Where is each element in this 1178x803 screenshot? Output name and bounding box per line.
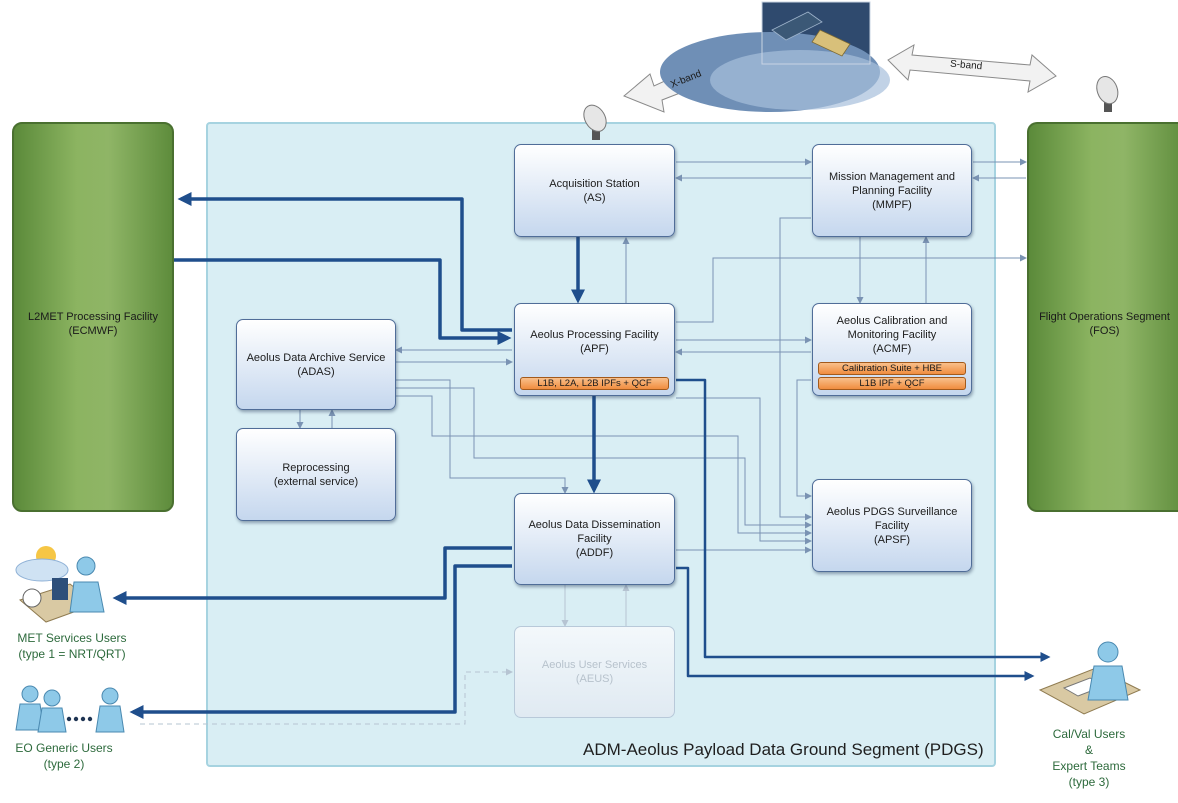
calval-line3: Expert Teams (1052, 759, 1126, 773)
acmf-abbr: (ACMF) (872, 343, 912, 355)
addf-line2: Facility (577, 533, 612, 545)
apsf-box[interactable]: Aeolus PDGS Surveillance Facility (APSF) (812, 479, 972, 572)
eo-users-to-aeus-arrow (140, 668, 513, 725)
adas-box[interactable]: Aeolus Data Archive Service (ADAS) (236, 319, 396, 410)
aeus-box[interactable]: Aeolus User Services (AEUS) (514, 626, 675, 718)
addf-box[interactable]: Aeolus Data Dissemination Facility (ADDF… (514, 493, 675, 585)
aeus-connectors (140, 584, 630, 725)
apsf-line2: Facility (874, 519, 910, 532)
adas-title: Aeolus Data Archive Service (246, 351, 386, 364)
adas-to-addf-arrow (396, 379, 569, 494)
apf-to-apsf-arrow (676, 397, 812, 545)
calval-line4: (type 3) (1068, 775, 1110, 789)
calval-users-label: Cal/Val Users & Expert Teams (type 3) (1030, 726, 1148, 790)
as-title: Acquisition Station (549, 177, 640, 190)
mmpf-line1: Mission Management and (829, 170, 955, 183)
apf-title: Aeolus Processing Facility (530, 329, 659, 341)
addf-line1: Aeolus Data Dissemination (528, 519, 661, 531)
addf-to-calval-arrow (676, 566, 1035, 681)
calval-line1: Cal/Val Users (1052, 727, 1126, 741)
l2met-to-apf-arrow (174, 258, 512, 345)
fos-facility: Flight Operations Segment (FOS) (1027, 122, 1178, 512)
repro-title: Reprocessing (282, 461, 350, 474)
apf-to-calval-arrow (676, 378, 1051, 662)
eo-users-label: EO Generic Users (type 2) (4, 740, 124, 772)
adas-abbr: (ADAS) (297, 365, 335, 378)
acmf-calibration-tag: Calibration Suite + HBE (818, 362, 966, 375)
thick-connectors (112, 192, 1051, 719)
adas-to-apsf-arrow-1 (396, 387, 812, 529)
met-users-label: MET Services Users (type 1 = NRT/QRT) (2, 630, 142, 662)
addf-to-met-users-arrow (112, 546, 512, 605)
eo-users-icon (15, 685, 125, 733)
mmpf-to-apsf-arrow (779, 217, 812, 521)
acmf-to-apsf-arrow (796, 379, 812, 500)
mmpf-box[interactable]: Mission Management and Planning Facility… (812, 144, 972, 237)
l2met-title: L2MET Processing Facility (27, 311, 158, 323)
met-users-line2: (type 1 = NRT/QRT) (18, 647, 126, 661)
apf-ipf-tag: L1B, L2A, L2B IPFs + QCF (520, 377, 669, 390)
l2met-org: (ECMWF) (68, 325, 118, 337)
apf-to-l2met-arrow (177, 192, 512, 332)
fos-abbr: (FOS) (1089, 325, 1120, 337)
apf-to-fos-arrow (676, 254, 1027, 323)
calval-line2: & (1084, 743, 1093, 757)
l2met-facility: L2MET Processing Facility (ECMWF) (12, 122, 174, 512)
calval-users-icon (1038, 641, 1142, 715)
aeus-title: Aeolus User Services (541, 659, 648, 671)
mmpf-abbr: (MMPF) (872, 198, 912, 211)
adas-to-apsf-arrow-2 (396, 395, 812, 537)
apsf-abbr: (APSF) (873, 533, 911, 546)
acquisition-station-box[interactable]: Acquisition Station (AS) (514, 144, 675, 237)
satellite-image (660, 1, 890, 112)
met-users-line1: MET Services Users (17, 631, 127, 645)
pdgs-label: ADM-Aeolus Payload Data Ground Segment (… (583, 740, 984, 759)
addf-to-eo-users-arrow (129, 564, 512, 719)
eo-users-line1: EO Generic Users (15, 741, 113, 755)
ground-antenna-right (1096, 76, 1119, 112)
eo-users-line2: (type 2) (43, 757, 85, 771)
addf-abbr: (ADDF) (575, 547, 614, 559)
apf-abbr: (APF) (580, 343, 609, 355)
mmpf-line2: Planning Facility (851, 184, 933, 197)
reprocessing-box[interactable]: Reprocessing (external service) (236, 428, 396, 521)
s-band-arrow (887, 44, 1057, 93)
acmf-line1: Aeolus Calibration and (836, 315, 948, 327)
aeus-abbr: (AEUS) (575, 673, 614, 685)
acmf-line2: Monitoring Facility (847, 329, 937, 341)
as-abbr: (AS) (583, 191, 606, 204)
repro-subtitle: (external service) (273, 475, 359, 488)
fos-title: Flight Operations Segment (1039, 311, 1170, 323)
acmf-l1b-tag: L1B IPF + QCF (818, 377, 966, 390)
met-users-icon (15, 546, 105, 623)
thin-connectors (296, 158, 1027, 554)
ground-antenna-left (583, 104, 607, 140)
apsf-line1: Aeolus PDGS Surveillance (826, 505, 958, 518)
